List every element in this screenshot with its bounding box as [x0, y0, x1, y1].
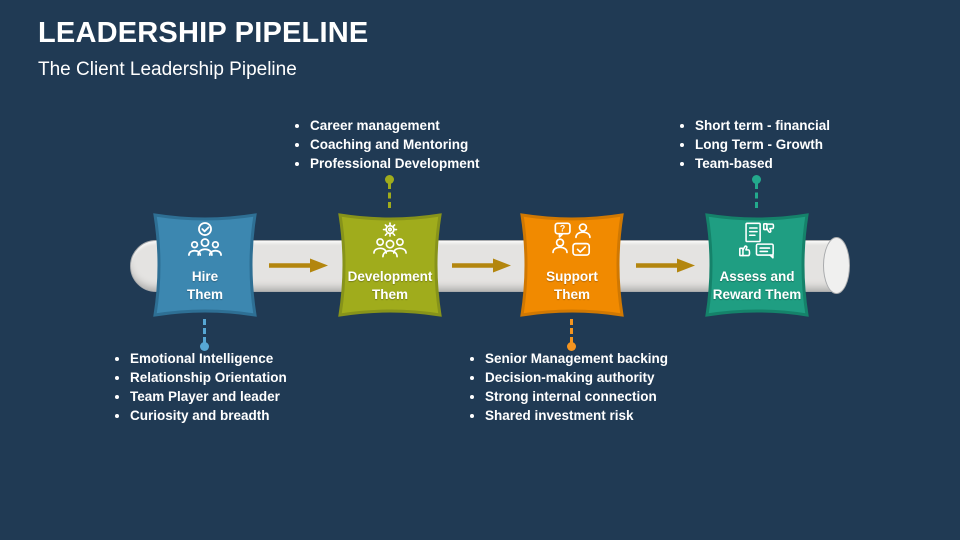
- stage-content: ? Support Them: [513, 206, 631, 324]
- stage-node-assess: Assess and Reward Them: [698, 206, 816, 324]
- stage-node-support: ? Support Them: [513, 206, 631, 324]
- stage-content: Assess and Reward Them: [698, 206, 816, 324]
- stage-label: Assess and Reward Them: [712, 269, 802, 302]
- note-item: Relationship Orientation: [130, 368, 287, 387]
- flow-arrow: [269, 258, 328, 273]
- pipeline-end-cap: [823, 237, 850, 294]
- connector-dot-development: [385, 175, 394, 184]
- support-notes: Senior Management backing Decision-makin…: [468, 349, 668, 425]
- pillow-shape: [520, 213, 624, 317]
- stage-content: Hire Them: [146, 206, 264, 324]
- page-title: LEADERSHIP PIPELINE: [38, 17, 369, 49]
- note-item: Strong internal connection: [485, 387, 668, 406]
- note-item: Decision-making authority: [485, 368, 668, 387]
- connector-assess: [755, 183, 758, 208]
- connector-development: [388, 183, 391, 208]
- note-item: Short term - financial: [695, 116, 830, 135]
- note-item: Team-based: [695, 154, 830, 173]
- support-conversation-icon: ?: [552, 222, 591, 256]
- hire-notes-list: Emotional Intelligence Relationship Orie…: [113, 349, 287, 425]
- note-item: Team Player and leader: [130, 387, 287, 406]
- stage-node-development: Development Them: [331, 206, 449, 324]
- hire-team-check-icon: [188, 222, 222, 256]
- pillow-shape: [705, 213, 809, 317]
- note-item: Coaching and Mentoring: [310, 135, 480, 154]
- note-item: Senior Management backing: [485, 349, 668, 368]
- flow-arrow: [452, 258, 511, 273]
- support-notes-list: Senior Management backing Decision-makin…: [468, 349, 668, 425]
- note-item: Emotional Intelligence: [130, 349, 287, 368]
- connector-support: [570, 319, 573, 343]
- stage-node-hire: Hire Them: [146, 206, 264, 324]
- assess-feedback-icon: [739, 222, 775, 259]
- page-subtitle: The Client Leadership Pipeline: [38, 59, 297, 80]
- development-notes-list: Career management Coaching and Mentoring…: [293, 116, 480, 173]
- note-item: Long Term - Growth: [695, 135, 830, 154]
- svg-text:?: ?: [560, 223, 565, 233]
- note-item: Professional Development: [310, 154, 480, 173]
- hire-notes: Emotional Intelligence Relationship Orie…: [113, 349, 287, 425]
- stage-label: Support Them: [546, 269, 598, 302]
- pillow-shape: [153, 213, 257, 317]
- connector-dot-assess: [752, 175, 761, 184]
- stage-content: Development Them: [331, 206, 449, 324]
- connector-dot-support: [567, 342, 576, 351]
- pillow-shape: [338, 213, 442, 317]
- connector-hire: [203, 319, 206, 343]
- people-gear-icon: [373, 222, 407, 258]
- flow-arrow: [636, 258, 695, 273]
- stage-label: Development Them: [347, 269, 433, 302]
- stage-label: Hire Them: [186, 269, 223, 302]
- assess-notes: Short term - financial Long Term - Growt…: [678, 116, 830, 173]
- assess-notes-list: Short term - financial Long Term - Growt…: [678, 116, 830, 173]
- note-item: Shared investment risk: [485, 406, 668, 425]
- note-item: Career management: [310, 116, 480, 135]
- note-item: Curiosity and breadth: [130, 406, 287, 425]
- connector-dot-hire: [200, 342, 209, 351]
- development-notes: Career management Coaching and Mentoring…: [293, 116, 480, 173]
